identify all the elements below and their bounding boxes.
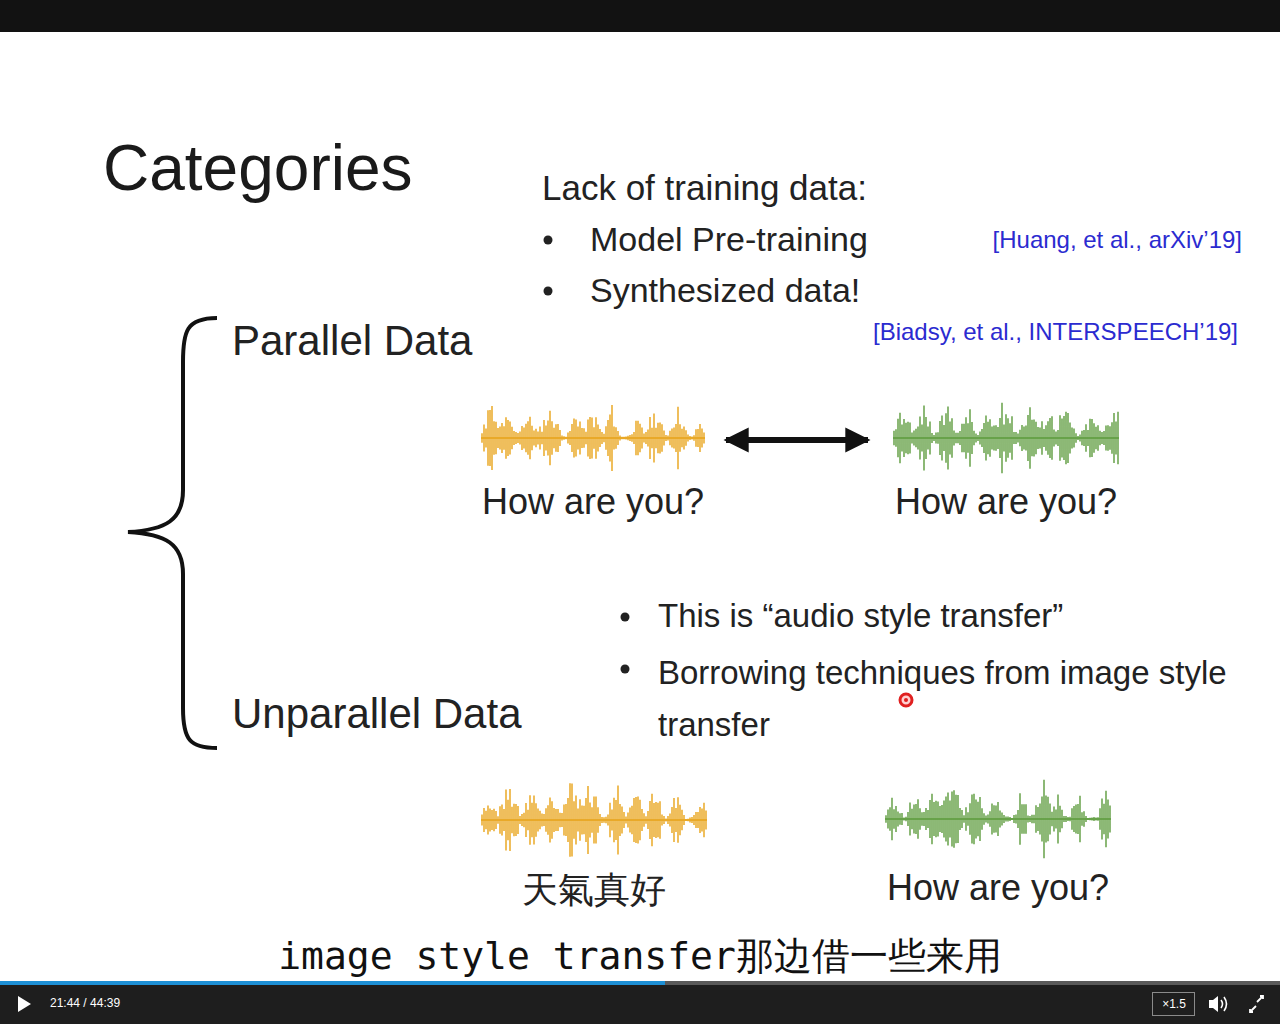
audio-waveform <box>481 774 707 866</box>
category-name: Parallel Data <box>232 316 472 366</box>
citation: [Biadsy, et al., INTERSPEECH’19] <box>873 318 1238 347</box>
waveform-trace <box>481 405 705 471</box>
laser-pointer <box>900 694 912 706</box>
slide-title: Categories <box>103 130 413 207</box>
play-icon <box>18 996 31 1012</box>
audio-waveform <box>893 398 1119 478</box>
speed-box <box>1153 993 1195 1016</box>
curly-bracket <box>128 318 217 748</box>
audio-clip: How are you? <box>872 774 1124 910</box>
control-bar <box>0 985 1280 1024</box>
speed-setting: ×1.5 <box>1153 997 1195 1011</box>
bullet <box>621 613 630 622</box>
clip-caption: How are you? <box>466 480 720 524</box>
progress-played <box>0 981 665 985</box>
note-heading: Lack of training data: <box>542 167 867 209</box>
audio-clip: How are you? <box>466 398 720 524</box>
fullscreen-icon <box>1250 996 1263 1012</box>
laser-pointer-dot <box>904 698 908 702</box>
video-subtitle: image style transfer那边借一些来用 <box>0 934 1280 980</box>
volume-icon <box>1209 996 1218 1012</box>
audio-clip: 天氣真好 <box>470 774 718 912</box>
bullet <box>544 287 553 296</box>
bullet-text: This is “audio style transfer” <box>658 596 1063 636</box>
top-bar <box>0 0 1280 32</box>
bullet <box>544 236 553 245</box>
waveform-trace <box>481 783 707 856</box>
clip-caption: How are you? <box>872 866 1124 910</box>
audio-waveform <box>885 774 1111 864</box>
volume-waves <box>1221 997 1227 1011</box>
clip-caption: 天氣真好 <box>470 868 718 912</box>
audio-waveform <box>481 398 705 478</box>
bullet <box>621 665 630 674</box>
bullet-text: Synthesized data! <box>590 270 860 311</box>
audio-clip: How are you? <box>876 398 1136 524</box>
waveform-trace <box>893 403 1119 474</box>
time-display: 21:44 / 44:39 <box>50 996 120 1010</box>
waveform-trace <box>885 780 1111 859</box>
bullet-text: Model Pre-training <box>590 219 868 260</box>
citation: [Huang, et al., arXiv’19] <box>993 226 1242 255</box>
double-arrow <box>726 437 868 443</box>
bullet-text: Borrowing techniques from image style tr… <box>658 647 1248 751</box>
clip-caption: How are you? <box>876 480 1136 524</box>
category-name: Unparallel Data <box>232 689 522 739</box>
